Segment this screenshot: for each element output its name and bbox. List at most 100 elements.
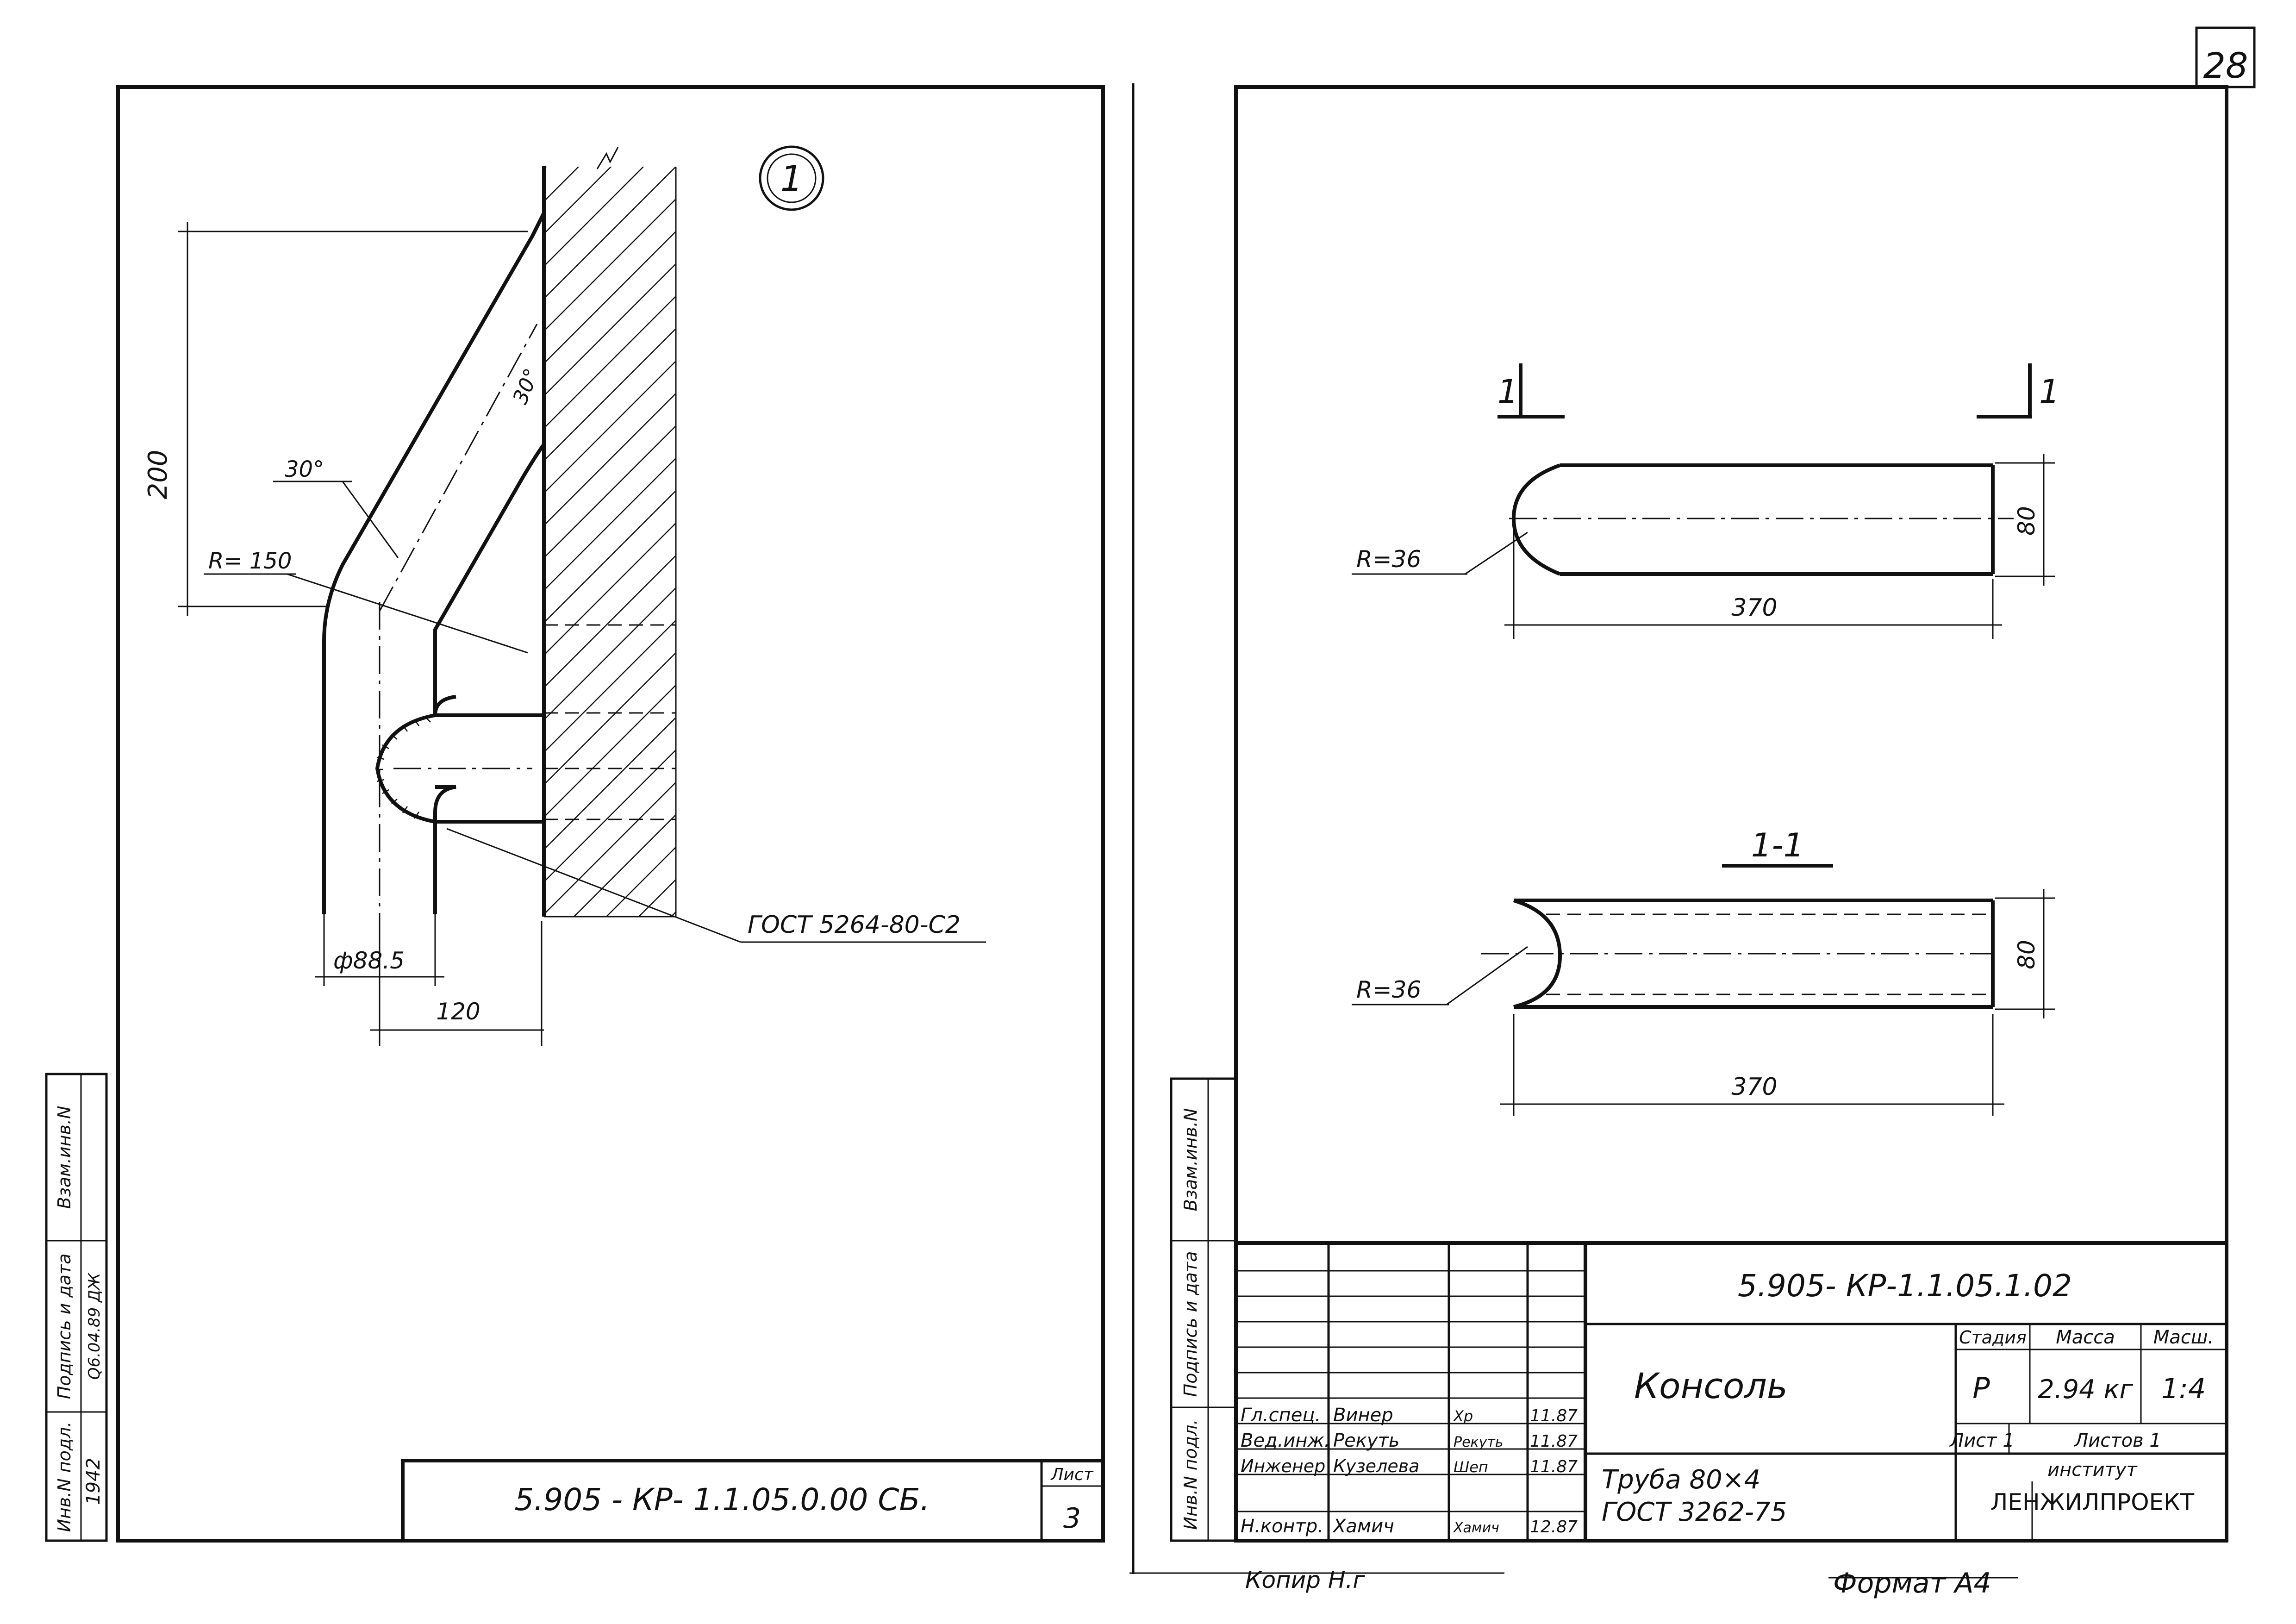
dim-angle-top-label: 30° [508,365,544,407]
staff-sign-1: Хр [1453,1407,1473,1425]
staff-name-3: Кузелева [1333,1456,1419,1476]
section-mark-left: 1 [1497,363,1565,418]
right-stamp-inv-replace: Взам.инв.N [1180,1108,1201,1212]
hatch-line [670,912,676,917]
staff-name-2: Рекуть [1333,1430,1399,1451]
title-name: Консоль [1634,1365,1788,1406]
section-title: 1-1 [1751,826,1804,864]
section-view-length: 370 [1731,1073,1777,1101]
footer-format: Формат А4 [1833,1567,1991,1599]
section-mark-right: 1 [1977,363,2060,418]
hatch-line [544,652,676,785]
top-view-length: 370 [1731,594,1777,622]
right-side-stamp: Взам.инв.N Подпись и дата Инв.N подл. [1170,1077,1237,1542]
sheet-value: Лист 1 [1949,1430,2015,1451]
scale-label: Масш. [2153,1327,2214,1348]
page-number-box [2195,26,2256,88]
title-material-1: Труба 80×4 [1602,1465,1760,1495]
staff-role-4: Н.контр. [1241,1516,1323,1537]
hatch-line [544,750,676,882]
pipe-inner-contour [433,443,546,914]
stage-value: Р [1972,1371,1990,1405]
hatch-line [573,814,676,917]
dim-height-label: 200 [143,450,173,500]
hatch-line [544,328,676,461]
mass-value: 2.94 кг [2038,1374,2133,1405]
left-sheet-number: 3 [1063,1502,1081,1535]
mass-label: Масса [2056,1327,2115,1348]
right-sheet-border [1234,85,2228,1543]
top-view: 80 370 R=36 [1352,454,2055,639]
left-stamp-inv-replace: Взам.инв.N [54,1106,75,1209]
staff-sign-4: Хамич [1453,1520,1499,1536]
title-material-2: ГОСТ 3262-75 [1602,1497,1787,1527]
left-stamp-sign-date: Подпись и дата [54,1254,75,1399]
dim-offset-label: 120 [436,998,480,1025]
footer-copied: Копир Н.г [1245,1567,1365,1593]
left-stamp-inv-value: 1942 [83,1458,104,1505]
wall-hatching [544,167,676,1076]
left-side-stamp: Взам.инв.N Подпись и дата Инв.N подл. 19… [45,1073,108,1542]
hatch-line [544,425,676,558]
pipe-outer-contour [322,212,546,914]
left-sheet-border [116,85,1105,1543]
hatch-line [544,199,676,331]
top-view-radius: R=36 [1356,546,1421,573]
hatch-line [544,393,676,526]
scale-value: 1:4 [2161,1373,2206,1405]
pipe-axis-inclined [379,324,538,612]
hatch-line [544,944,676,1076]
weld-note: ГОСТ 5264-80-С2 [748,911,961,939]
hatch-line [544,167,547,169]
left-sheet: 1 200 30° 30° [45,83,1135,1574]
hatch-line [544,167,612,234]
hatch-line [544,490,676,623]
dim-angle-left-label: 30° [285,456,324,482]
staff-date-2: 11.87 [1530,1432,1578,1451]
wall-break-top [596,147,619,169]
hatch-line [544,167,676,299]
hatch-line [544,167,580,202]
dim-diameter-label: ф88.5 [333,947,405,974]
staff-date-4: 12.87 [1530,1518,1578,1537]
stage-label: Стадия [1959,1327,2027,1348]
page-number: 28 [2203,45,2248,86]
institute-name: ЛЕНЖИЛПРОЕКТ [1990,1489,2195,1516]
staff-sign-3: Шеп [1454,1458,1488,1476]
view-marker-label: 1 [780,158,803,199]
title-designation: 5.905- КР-1.1.05.1.02 [1738,1268,2072,1304]
hatch-line [544,555,676,688]
svg-text:1: 1 [1497,373,1518,411]
title-block: Гл.спец. Винер Хр 11.87 Вед.инж. Рекуть … [1236,1241,2227,1541]
view-marker-inner [767,153,817,203]
svg-text:1: 1 [2039,373,2060,411]
pipe-saddle-cut [375,713,436,824]
hatch-line [544,263,676,396]
weld-symbol [376,716,431,819]
dim-angle-left-leader-2 [342,481,399,558]
right-stamp-inv-orig: Инв.N подл. [1180,1419,1201,1530]
staff-name-4: Хамич [1332,1516,1394,1537]
section-view-radius: R=36 [1356,976,1421,1003]
staff-role-1: Гл.спец. [1241,1405,1321,1426]
left-sheet-label: Лист [1050,1465,1093,1484]
dim-radius-leader-2 [287,573,528,654]
left-designation: 5.905 - КР- 1.1.05.0.00 СБ. [514,1482,930,1518]
hatch-line [544,296,676,429]
staff-name-1: Винер [1333,1405,1393,1426]
hatch-line [605,847,676,917]
hatch-line [544,685,676,818]
weld-note-leader [446,828,741,943]
top-view-width: 80 [2013,506,2040,536]
staff-date-1: 11.87 [1530,1406,1578,1425]
hatch-line [544,231,676,364]
staff-sign-2: Рекуть [1454,1434,1504,1450]
view-marker-outer [759,145,824,211]
left-bottom-stamp: 5.905 - КР- 1.1.05.0.00 СБ. Лист 3 [401,1459,1105,1543]
hatch-line [544,620,676,753]
section-view: 80 370 R=36 [1352,889,2055,1116]
pipe-cut-top [530,212,546,237]
hatch-line [544,717,676,850]
staff-role-2: Вед.инж. [1241,1430,1330,1451]
staff-date-3: 11.87 [1530,1457,1578,1476]
